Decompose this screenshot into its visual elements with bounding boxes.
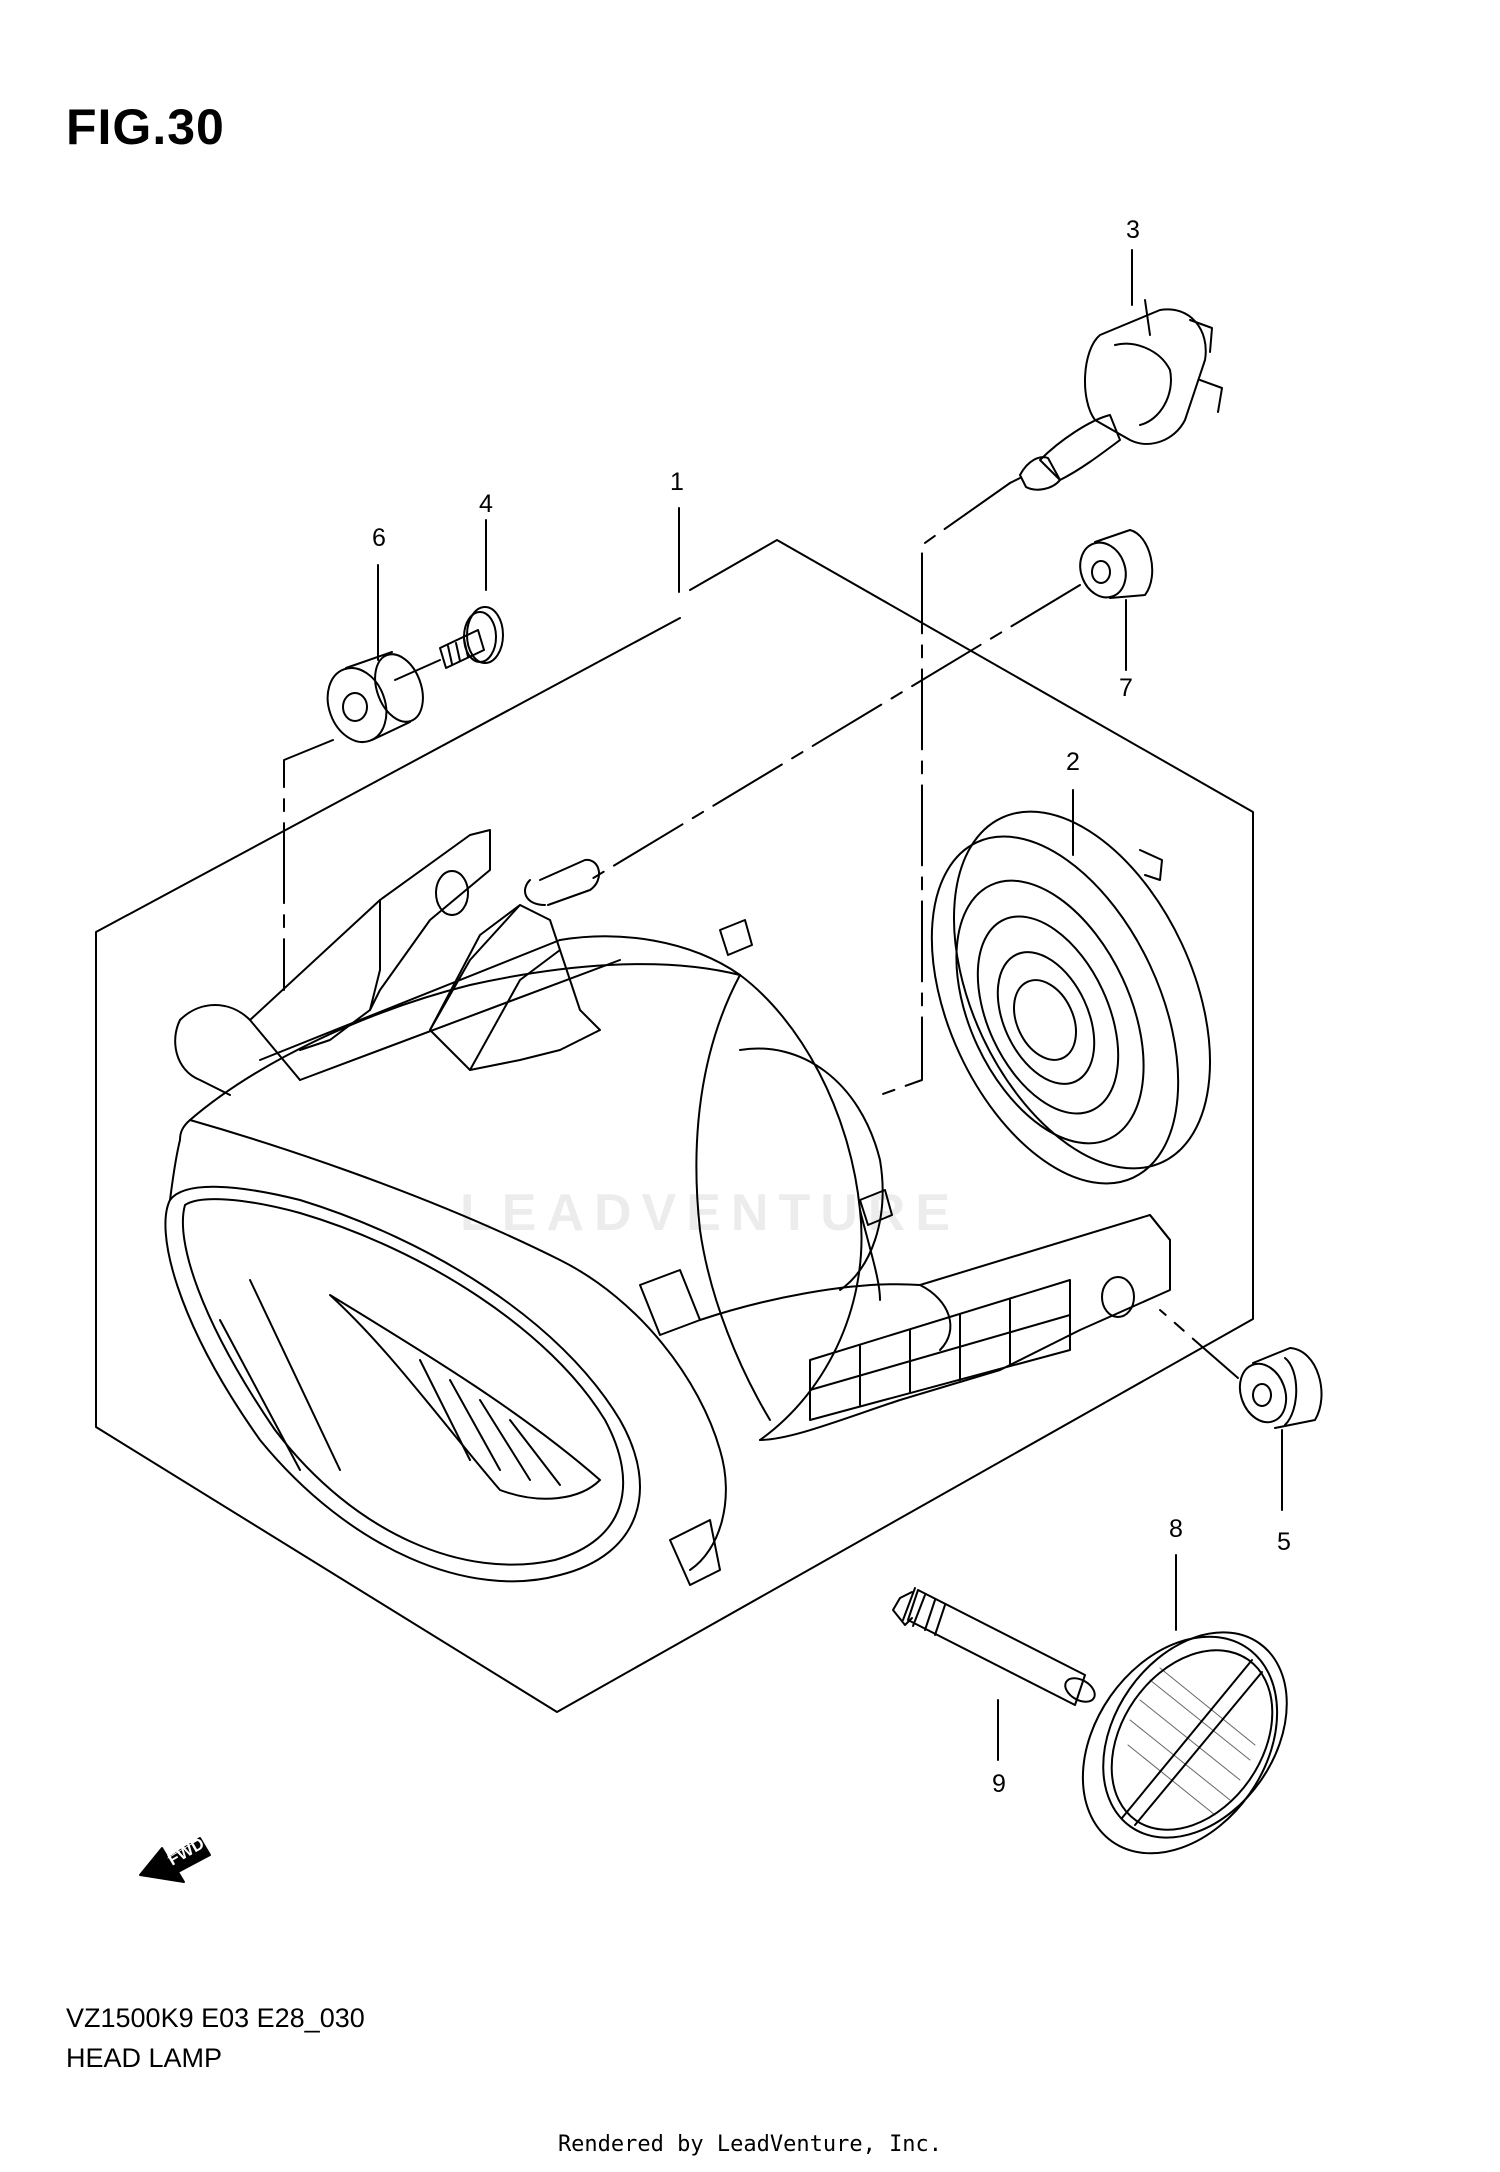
reflector (1043, 1597, 1325, 1890)
stud-bolt (893, 1588, 1099, 1707)
callout-labels: 1 2 3 4 5 6 7 8 9 (372, 216, 1291, 1798)
rendered-by-credit: Rendered by LeadVenture, Inc. (557, 2132, 943, 2157)
headlamp-bulb (1010, 300, 1222, 490)
forward-arrow-icon (140, 1838, 210, 1882)
figure-title: FIG.30 (66, 99, 225, 155)
callout-9: 9 (992, 1770, 1006, 1798)
watermark: LEADVENTURE (460, 1184, 961, 1242)
callout-2: 2 (1066, 748, 1080, 776)
callout-5: 5 (1277, 1528, 1291, 1556)
grommet-upper (1073, 530, 1152, 604)
callout-1: 1 (670, 468, 684, 496)
callout-4: 4 (479, 490, 493, 518)
dust-cover (882, 771, 1262, 1222)
assembly-box (96, 540, 1253, 1712)
callout-7: 7 (1119, 674, 1133, 702)
callout-3: 3 (1126, 216, 1140, 244)
diagram-code: VZ1500K9 E03 E28_030 (66, 2003, 365, 2033)
leader-lines (284, 250, 1282, 1760)
headlamp-housing (165, 830, 1170, 1585)
grommet-lower (1232, 1348, 1321, 1429)
diagram-name: HEAD LAMP (66, 2043, 223, 2073)
adjusting-screw (440, 607, 503, 668)
grommet-left (318, 648, 432, 751)
callout-8: 8 (1169, 1515, 1183, 1543)
callout-6: 6 (372, 524, 386, 552)
